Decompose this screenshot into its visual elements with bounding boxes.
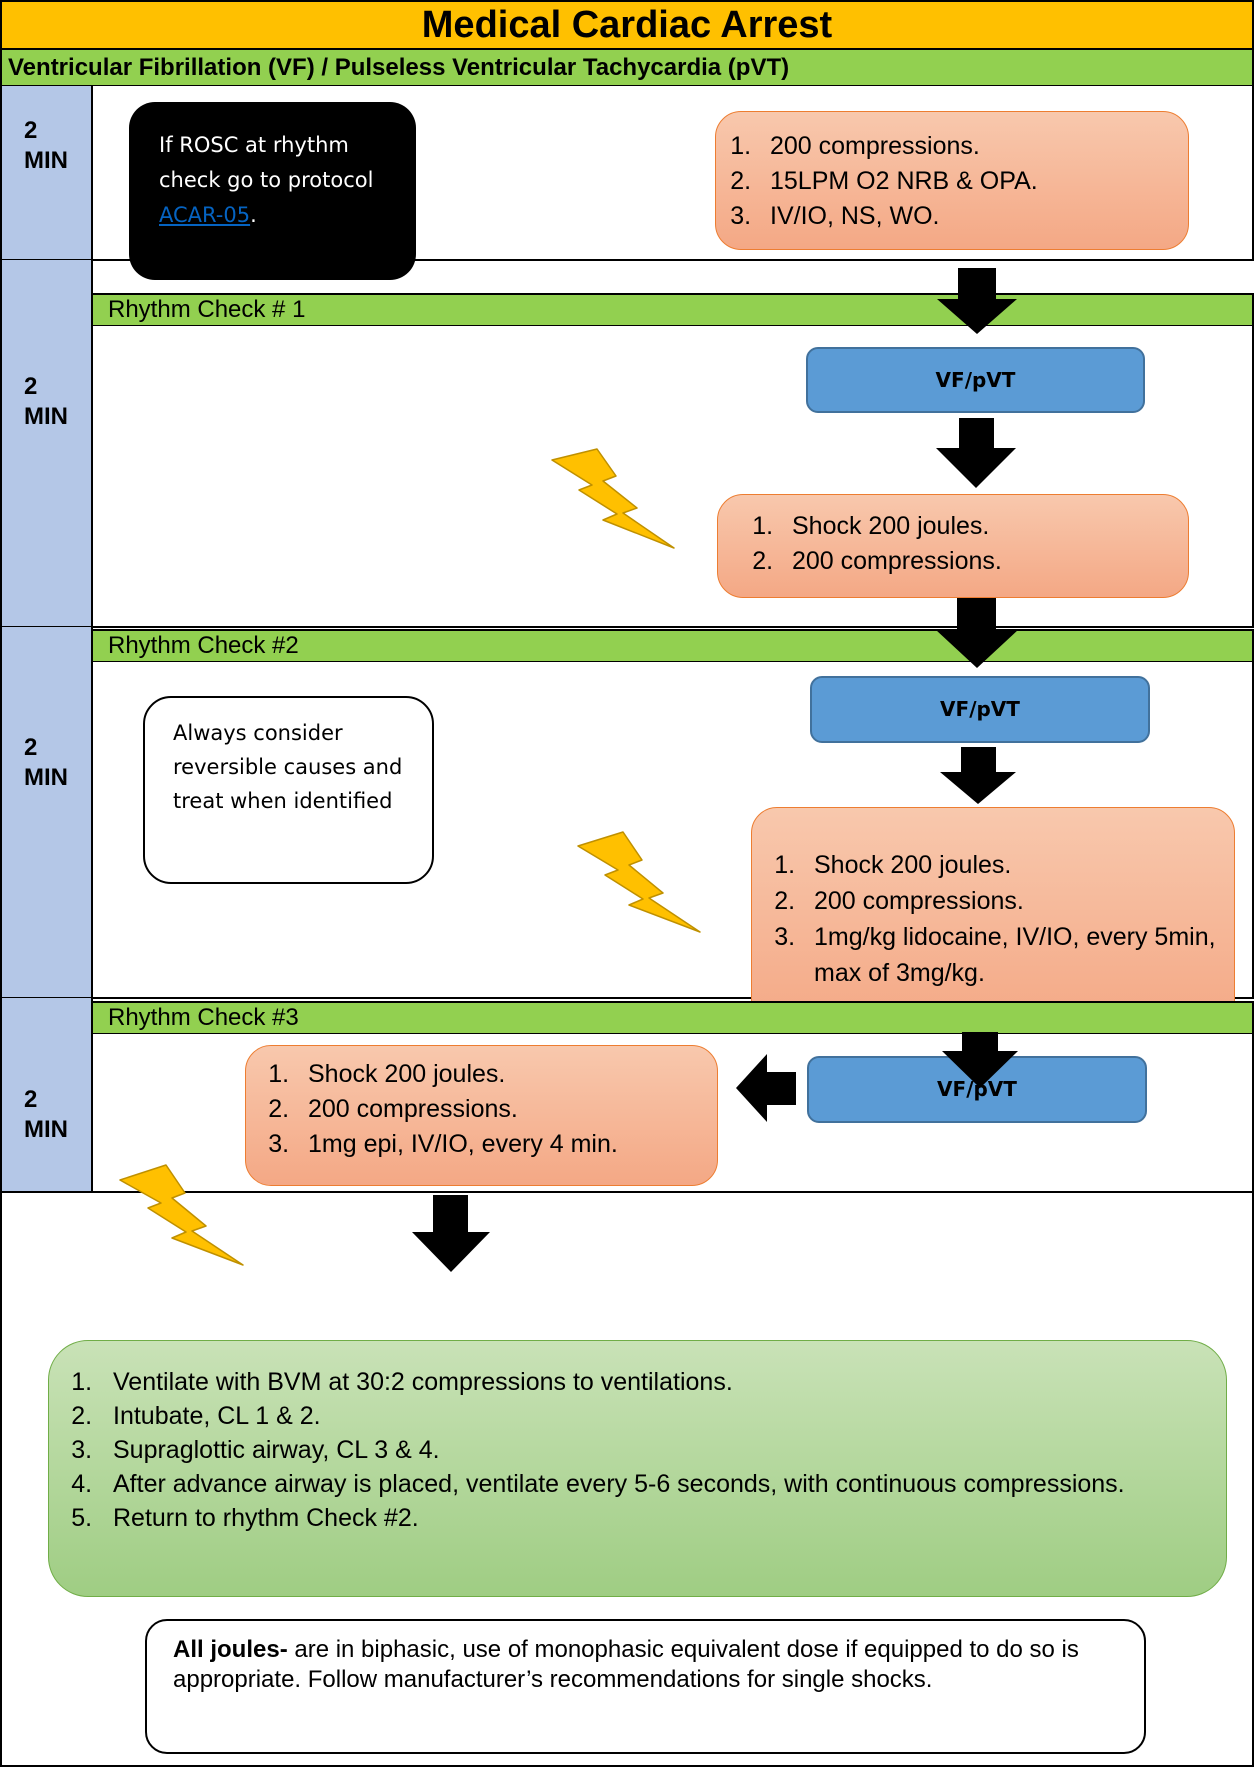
airway-step: Return to rhythm Check #2.	[99, 1501, 1226, 1535]
airway-step: After advance airway is placed, ventilat…	[99, 1467, 1226, 1501]
initial-step: IV/IO, NS, WO.	[758, 199, 1188, 234]
joules-note-box: All joules- are in biphasic, use of mono…	[145, 1619, 1146, 1754]
initial-step: 15LPM O2 NRB & OPA.	[758, 164, 1188, 199]
reversible-causes-note: Always consider reversible causes and tr…	[143, 696, 434, 884]
check1-step: 200 compressions.	[780, 544, 1188, 579]
initial-steps-box: 200 compressions. 15LPM O2 NRB & OPA. IV…	[715, 111, 1189, 250]
down-arrow-icon	[940, 747, 1016, 804]
rhythm-vf-pvt-1: VF/pVT	[806, 347, 1145, 413]
down-arrow-icon	[412, 1195, 490, 1272]
initial-step: 200 compressions.	[758, 129, 1188, 164]
check2-steps-box: Shock 200 joules. 200 compressions. 1mg/…	[751, 807, 1235, 1032]
check3-step: 1mg epi, IV/IO, every 4 min.	[296, 1127, 717, 1162]
page-title: Medical Cardiac Arrest	[0, 0, 1254, 50]
airway-steps-box: Ventilate with BVM at 30:2 compressions …	[48, 1340, 1227, 1597]
check1-steps-box: Shock 200 joules. 200 compressions.	[717, 494, 1189, 598]
check3-step: 200 compressions.	[296, 1092, 717, 1127]
down-arrow-icon	[937, 268, 1017, 334]
down-arrow-icon	[942, 1032, 1018, 1088]
check2-step: 200 compressions.	[802, 883, 1234, 919]
down-arrow-icon	[936, 418, 1016, 488]
check3-steps-box: Shock 200 joules. 200 compressions. 1mg …	[245, 1045, 718, 1186]
lightning-bolt-icon	[551, 448, 675, 549]
rhythm-vf-pvt-2: VF/pVT	[810, 676, 1150, 743]
check3-step: Shock 200 joules.	[296, 1057, 717, 1092]
airway-step: Supraglottic airway, CL 3 & 4.	[99, 1433, 1226, 1467]
rosc-note-box: If ROSC at rhythm check go to protocol A…	[129, 102, 416, 280]
airway-step: Intubate, CL 1 & 2.	[99, 1399, 1226, 1433]
down-arrow-icon	[936, 598, 1018, 668]
check1-step: Shock 200 joules.	[780, 509, 1188, 544]
bottom-section	[0, 1192, 1254, 1767]
acar-05-link[interactable]: ACAR-05	[159, 203, 251, 227]
lightning-bolt-icon	[577, 831, 701, 933]
check2-step: 1mg/kg lidocaine, IV/IO, every 5min, max…	[802, 919, 1234, 991]
check2-step: Shock 200 joules.	[802, 847, 1234, 883]
left-arrow-icon	[736, 1054, 796, 1122]
airway-step: Ventilate with BVM at 30:2 compressions …	[99, 1365, 1226, 1399]
lightning-bolt-icon	[119, 1164, 244, 1266]
